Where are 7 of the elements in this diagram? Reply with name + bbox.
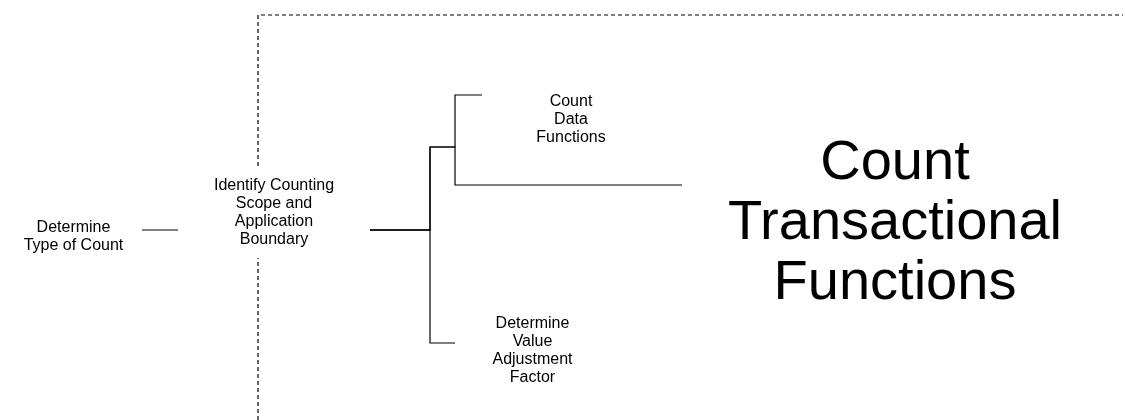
step-label: Determine Type of Count — [22, 218, 125, 254]
connector-line — [369, 229, 456, 344]
step-label: Count Transactional Functions — [726, 130, 1064, 310]
step-label: Identify Counting Scope and Application Boundary — [212, 176, 336, 248]
step-label: Count Data Functions — [535, 92, 607, 146]
connector-line — [141, 229, 179, 231]
step-label: Determine Value Adjustment Factor — [491, 314, 574, 386]
